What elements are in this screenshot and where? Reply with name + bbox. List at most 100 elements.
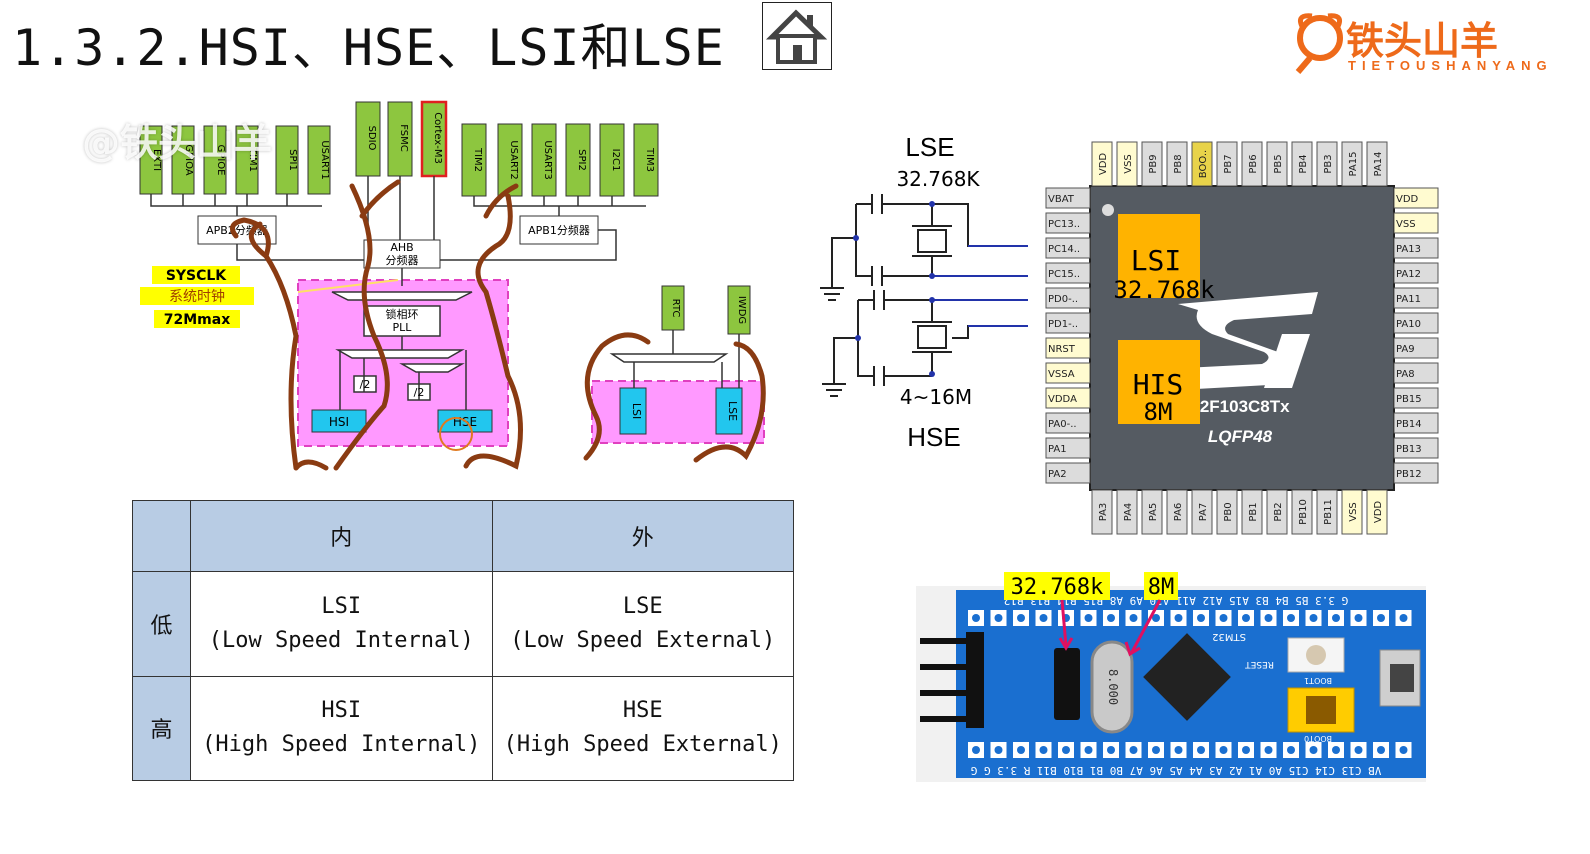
reset-label: RESET [1245,659,1274,669]
board-pad-hole [1287,746,1295,754]
chip-pin-label: PD1-.. [1048,319,1078,330]
board-pad-hole [972,746,980,754]
table-cell-lsi: LSI (Low Speed Internal) [191,572,493,677]
chip-pin-label: BOO.. [1198,150,1209,178]
chip-pin-label: PC13.. [1048,219,1080,230]
crystal-circuit-diagram: LSE 32.768K 4~16M HSE [812,128,1052,458]
page-title: 1.3.2.HSI、HSE、LSI和LSE [12,8,725,80]
chip-pin-label: VDD [1396,194,1419,205]
cell-name: HSE [494,694,793,728]
periph-label: I2C1 [610,149,621,172]
board-svg: G 3.3 B5 B4 B3 A15 A12 A11 A10 A9 A8 B15… [916,570,1426,782]
chip-pin-label: PA5 [1148,503,1159,522]
crystal-marking: 8.000 [1106,669,1120,705]
chip-pin-label: PA8 [1396,369,1415,380]
chip-pin-label: PB3 [1323,154,1334,173]
chip-pin-label: PA4 [1123,503,1134,522]
chip-pin-label: VSS [1123,154,1134,174]
iwdg-label: IWDG [736,296,747,324]
board-pad-hole [1242,746,1250,754]
cell-desc: (Low Speed External) [494,624,793,658]
brand-name: 铁头山羊 [1346,10,1498,65]
periph-label: USART2 [508,140,519,179]
lse-title: LSE [905,132,954,162]
chip-pin-label: PB5 [1273,154,1284,173]
chip-pin-label: PB2 [1273,502,1284,521]
chip-pin-label: PA12 [1396,269,1421,280]
board-pad-hole [1265,614,1273,622]
periph-label: TIM2 [472,147,483,172]
board-pad-hole [1310,614,1318,622]
chip-pin-label: PA1 [1048,444,1067,455]
board-pad-hole [1175,614,1183,622]
chip-pin-label: PA3 [1098,503,1109,522]
board-pad-hole [1017,614,1025,622]
chip-pin-label: VSS [1396,219,1416,230]
apb1-peripherals: TIM2 USART2 USART3 SPI2 I2C1 TIM3 [462,124,658,196]
board-pad-hole [1400,746,1408,754]
chip-pin-label: VSS [1348,502,1359,522]
periph-label: SPI1 [287,149,298,171]
cell-name: LSI [192,590,491,624]
bluepill-board-photo: G 3.3 B5 B4 B3 A15 A12 A11 A10 A9 A8 B15… [916,570,1426,782]
watermark: @铁头山羊 [82,112,272,167]
chip-part-number: 32F103C8Tx [1190,397,1290,416]
board-pad-hole [1197,746,1205,754]
chip-pin-label: PB15 [1396,394,1422,405]
hsi-label: HSI [329,415,349,429]
table-corner [133,501,191,572]
sysclk-desc: 系统时钟 [169,288,225,305]
chip-pin-label: PB14 [1396,419,1422,430]
div2-label: /2 [414,386,425,399]
lse-frequency: 32.768K [896,167,980,191]
board-pad-hole [1332,614,1340,622]
board-bottom-silk: VB C13 C14 C15 A0 A1 A2 A3 A4 A5 A6 A7 B… [971,764,1382,777]
cell-desc: (High Speed External) [494,728,793,762]
board-pad-hole [995,746,1003,754]
board-pad-hole [1107,746,1115,754]
goat-logo-icon [1290,6,1350,76]
board-pad-hole [1062,746,1070,754]
chip-pin-label: PC15.. [1048,269,1080,280]
ahb-peripherals: SDIO FSMC Cortex-M3 [356,102,446,176]
brand-subtitle: TIETOUSHANYANG [1348,58,1553,73]
board-pad-hole [1152,746,1160,754]
board-pad-hole [1107,614,1115,622]
table-cell-hsi: HSI (High Speed Internal) [191,676,493,781]
chip-pin-label: PB0 [1223,502,1234,521]
chip-pin-label: PA0-.. [1048,419,1077,430]
pll-line2: PLL [393,321,413,334]
chip-pin-label: PA9 [1396,344,1415,355]
chip-pin-label: PD0-.. [1048,294,1078,305]
board-pad-hole [1220,614,1228,622]
row-header-low: 低 [133,572,191,677]
board-pad-hole [1377,746,1385,754]
chip-pin-label: PB4 [1298,154,1309,173]
chip-package: LQFP48 [1208,427,1273,446]
board-pad-hole [1310,746,1318,754]
sysclk-label: SYSCLK [166,268,227,284]
board-pad-hole [1130,746,1138,754]
chip-pin-label: PC14.. [1048,244,1080,255]
board-pad-hole [1175,746,1183,754]
hse-frequency: 4~16M [900,385,972,409]
chip-pin-label: PB10 [1298,499,1309,525]
board-label-32k: 32.768k [1011,575,1104,600]
board-pad-hole [1265,746,1273,754]
sysclk-max: 72Mmax [164,312,230,328]
chip-pin-label: PB7 [1223,154,1234,173]
board-pad-hole [1040,614,1048,622]
chip-pin-label: VDD [1373,501,1384,524]
boot0-label: BOOT0 [1304,734,1332,743]
board-pad-hole [1287,614,1295,622]
home-button[interactable] [762,2,832,70]
ahb-prescaler-line1: AHB [390,241,413,254]
board-label-8m: 8M [1148,575,1175,600]
chip-pin-label: VDDA [1048,394,1077,405]
chip-pin-label: PA11 [1396,294,1421,305]
chip-his-freq: 8M [1144,398,1173,426]
board-pad-hole [1040,746,1048,754]
stm32-chip-diagram: VDDVSSPB9PB8BOO..PB7PB6PB5PB4PB3PA15PA14… [1028,120,1450,548]
board-pad-hole [1085,614,1093,622]
board-pad-hole [1017,746,1025,754]
